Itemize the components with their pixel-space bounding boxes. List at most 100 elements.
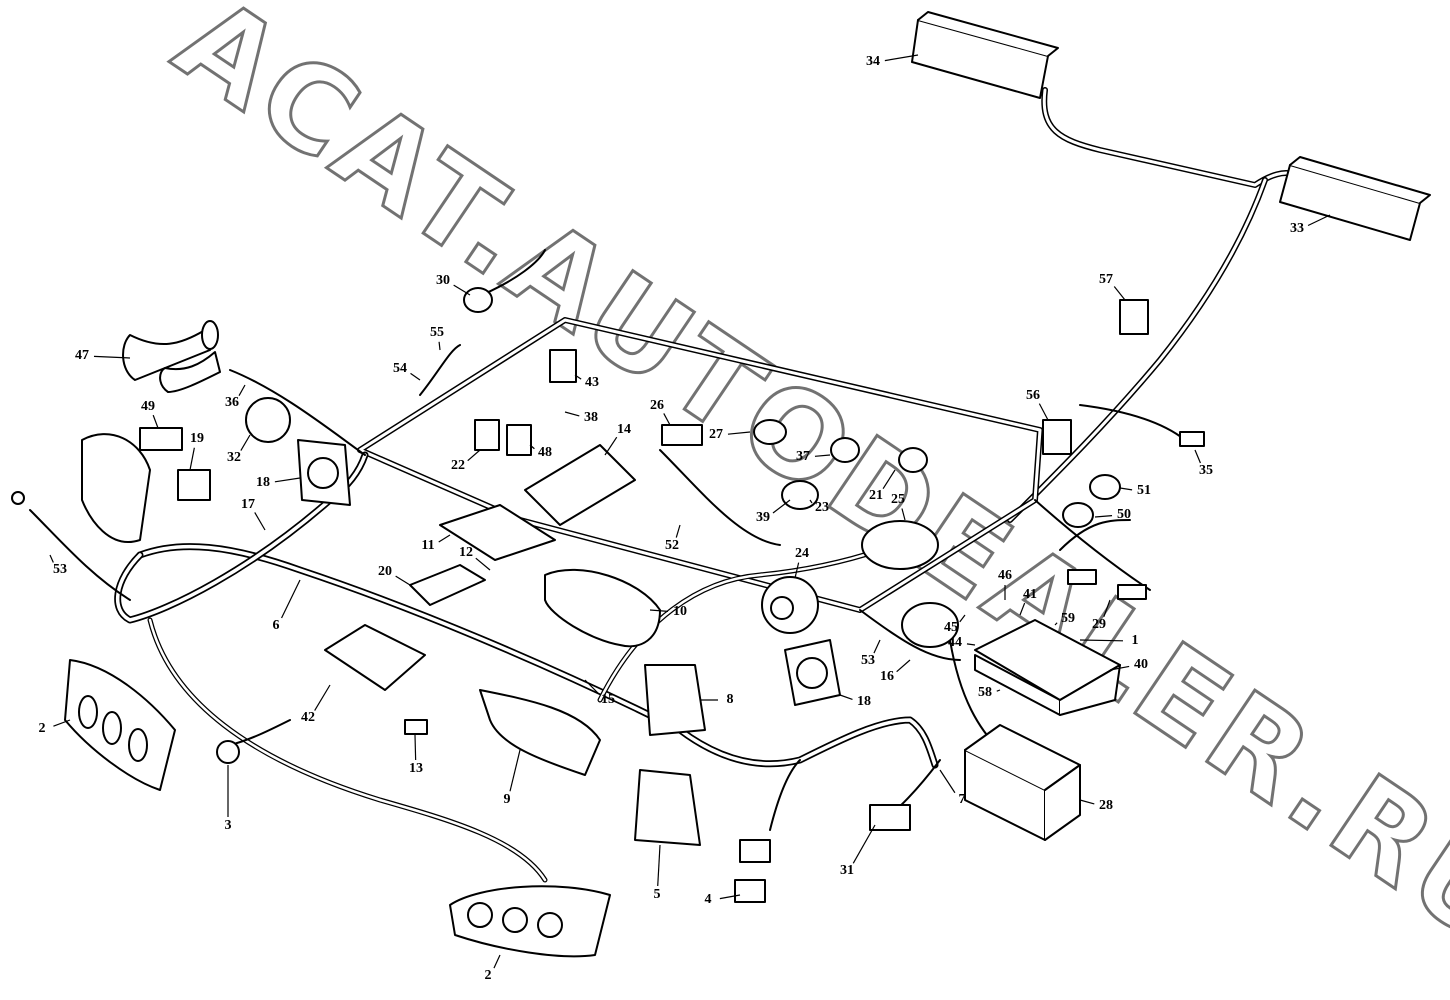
- sensor-31: [869, 804, 911, 831]
- connector-35: [1179, 431, 1205, 447]
- callout-label: 44: [948, 635, 962, 650]
- leader-line: [675, 524, 681, 538]
- callout-label: 22: [451, 458, 465, 473]
- lamp-29a: [1067, 569, 1097, 585]
- callout-label: 58: [978, 685, 992, 700]
- callout-label: 16: [880, 669, 894, 684]
- callout-label: 37: [796, 449, 810, 464]
- callout-label: 2: [38, 721, 46, 736]
- leader-line: [1019, 602, 1026, 616]
- horn-51: [1089, 474, 1121, 500]
- leader-line: [657, 844, 661, 887]
- leader-line: [772, 499, 791, 514]
- leader-line: [509, 749, 521, 792]
- leader-line: [1054, 622, 1058, 626]
- callout-label: 53: [53, 562, 67, 577]
- starter-motor: [861, 520, 959, 648]
- callout-label: 15: [601, 692, 615, 707]
- callout-label: 53: [861, 653, 875, 668]
- callout-label: 4: [704, 892, 712, 907]
- callout-label: 12: [459, 545, 473, 560]
- callout-label: 3: [224, 818, 232, 833]
- callout-label: 24: [795, 546, 809, 561]
- relay-panel-14: [524, 444, 636, 526]
- leader-line: [649, 609, 669, 612]
- shield-9: [479, 689, 601, 776]
- relay-57: [1119, 299, 1149, 335]
- headlamp-bottom: [449, 885, 611, 958]
- leader-line: [189, 447, 195, 471]
- rear-harness-down: [1007, 177, 1268, 523]
- callout-label: 32: [227, 450, 241, 465]
- leader-line: [564, 411, 580, 417]
- callout-label: 57: [1099, 272, 1113, 287]
- callout-label: 33: [1290, 221, 1304, 236]
- leader-line: [475, 557, 491, 571]
- module-19: [177, 469, 211, 501]
- connector-49: [139, 427, 183, 451]
- leader-lines: [49, 54, 1331, 969]
- leader-line: [663, 413, 671, 426]
- leader-line: [410, 372, 421, 381]
- callout-label: 39: [756, 510, 770, 525]
- leader-line: [901, 508, 906, 521]
- leader-line: [1038, 403, 1049, 421]
- headlamp-left: [64, 659, 176, 791]
- leader-line: [53, 719, 71, 727]
- callout-label: 51: [1137, 483, 1151, 498]
- callout-label: 8: [726, 692, 734, 707]
- speaker-18-right: [784, 639, 841, 706]
- leader-line: [281, 579, 301, 619]
- leader-line: [884, 54, 919, 62]
- leader-line: [809, 499, 813, 504]
- relay-22a: [474, 419, 500, 451]
- leader-line: [966, 643, 976, 646]
- callout-label: 54: [393, 361, 407, 376]
- leader-line: [574, 374, 582, 380]
- callout-label: 35: [1199, 463, 1213, 478]
- callout-label: 21: [869, 488, 883, 503]
- leader-line: [240, 434, 251, 451]
- pedal-26: [661, 424, 703, 446]
- leader-line: [93, 355, 131, 359]
- sensor-4b: [734, 879, 766, 903]
- fuse-box-11: [439, 504, 556, 561]
- callout-label: 18: [857, 694, 871, 709]
- leader-line: [959, 614, 966, 623]
- leader-line: [453, 284, 471, 296]
- relay-box-40: [974, 619, 1121, 716]
- sensor-4a: [739, 839, 771, 863]
- sensor-30: [463, 287, 493, 313]
- horns-47: [122, 320, 221, 393]
- leader-line: [939, 769, 956, 794]
- leader-line: [1119, 487, 1133, 491]
- plug-13: [404, 719, 428, 735]
- callout-label: 52: [665, 538, 679, 553]
- callout-label: 23: [815, 500, 829, 515]
- leader-line: [584, 679, 600, 695]
- callout-label: 20: [378, 564, 392, 579]
- leader-line: [873, 639, 881, 654]
- callout-label: 41: [1023, 587, 1037, 602]
- leader-line: [152, 414, 159, 429]
- sensor-37: [830, 437, 860, 463]
- leader-line: [814, 454, 831, 457]
- lamp-29b: [1117, 584, 1147, 600]
- callout-label: 34: [866, 54, 880, 69]
- panel-left: [81, 433, 151, 543]
- callout-label: 50: [1117, 507, 1131, 522]
- callout-label: 6: [272, 618, 280, 633]
- leader-line: [49, 554, 54, 563]
- leader-line: [1113, 286, 1126, 301]
- motor-39: [781, 480, 819, 510]
- switch-pad-42: [324, 624, 426, 691]
- callout-label: 25: [891, 492, 905, 507]
- ignition-switch-5: [634, 664, 706, 846]
- leader-line: [996, 689, 1001, 692]
- callout-label: 11: [421, 538, 435, 553]
- callout-label: 13: [409, 761, 423, 776]
- callout-label: 38: [584, 410, 598, 425]
- rear-harness: [1041, 87, 1298, 188]
- leader-line: [1079, 639, 1124, 642]
